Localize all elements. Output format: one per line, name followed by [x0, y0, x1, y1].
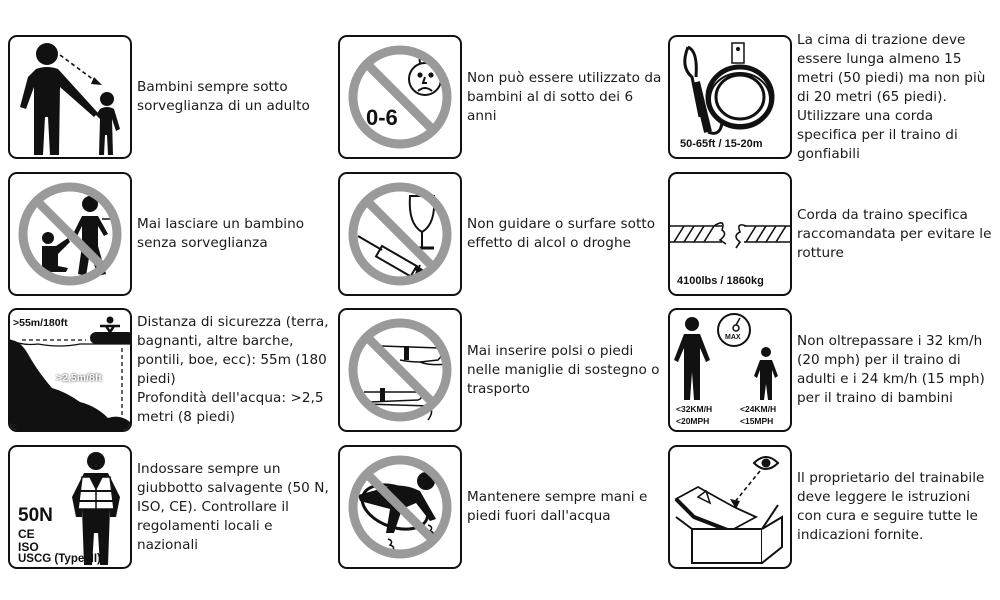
distance-label: >55m/180ft	[13, 317, 68, 329]
no-leaving-child-icon	[8, 172, 132, 296]
uscg-label: USCG (Type III)	[18, 553, 101, 565]
item-no-unattended: Mai lasciare un bambino senza sorveglian…	[8, 172, 338, 298]
item-text: Indossare sempre un giubbotto salvagente…	[137, 460, 329, 553]
item-no-alcohol: Non guidare o surfare sotto effetto di a…	[338, 172, 668, 298]
iso-label: ISO	[18, 540, 39, 554]
item-text: Mai inserire polsi o piedi nelle manigli…	[467, 342, 660, 397]
depth-label: >2,5m/8ft	[56, 372, 102, 384]
newtons-label: 50N	[18, 505, 53, 526]
item-rope-strength: 4100lbs / 1860kg Corda da traino specifi…	[668, 172, 998, 298]
child-kmh-label: <24KM/H	[740, 404, 777, 414]
no-children-0-6-icon: 0-6	[338, 35, 462, 159]
item-text: Corda da traino specifica raccomandata p…	[797, 206, 992, 261]
life-jacket-icon: 50N CE ISO USCG (Type III)	[8, 445, 132, 569]
coiled-rope-icon: 50-65ft / 15-20m	[668, 35, 792, 159]
depth-text: Profondità dell'acqua: >2,5 metri (8 pie…	[137, 390, 324, 425]
item-tow-rope-length: 50-65ft / 15-20m La cima di trazione dev…	[668, 31, 998, 162]
ce-label: CE	[18, 527, 35, 541]
item-text: La cima di trazione deve essere lunga al…	[797, 31, 986, 162]
item-text: Non può essere utilizzato da bambini al …	[467, 69, 662, 124]
item-text: Mai lasciare un bambino senza sorveglian…	[137, 216, 305, 251]
rope-strength-label: 4100lbs / 1860kg	[677, 275, 764, 287]
item-text: Non guidare o surfare sotto effetto di a…	[467, 216, 656, 251]
no-alcohol-drugs-icon	[338, 172, 462, 296]
adult-kmh-label: <32KM/H	[676, 404, 713, 414]
max-gauge-label: MAX	[725, 334, 741, 341]
rope-length-label: 50-65ft / 15-20m	[680, 138, 763, 150]
item-speed-limit: MAX <32KM/H <20MPH <24KM/H <15MPH Non ol…	[668, 308, 998, 434]
read-manual-icon	[668, 445, 792, 569]
item-read-instructions: Il proprietario del trainabile deve legg…	[668, 445, 998, 571]
no-limbs-in-handles-icon	[338, 308, 462, 432]
item-text: Distanza di sicurezza (terra, bagnanti, …	[137, 308, 337, 432]
item-safety-distance: >55m/180ft >2,5m/8ft Distanza di sicurez…	[8, 308, 338, 434]
item-text: Mantenere sempre mani e piedi fuori dall…	[467, 489, 648, 524]
age-range-label: 0-6	[366, 105, 398, 130]
adult-mph-label: <20MPH	[676, 416, 710, 426]
item-life-jacket: 50N CE ISO USCG (Type III) Indossare sem…	[8, 445, 338, 571]
max-speed-icon: MAX <32KM/H <20MPH <24KM/H <15MPH	[668, 308, 792, 432]
broken-rope-icon: 4100lbs / 1860kg	[668, 172, 792, 296]
item-text: Bambini sempre sotto sorveglianza di un …	[137, 79, 310, 114]
item-text: Non oltrepassare i 32 km/h (20 mph) per …	[797, 333, 985, 406]
adult-holding-child-icon	[8, 35, 132, 159]
item-age-limit: 0-6 Non può essere utilizzato da bambini…	[338, 35, 668, 161]
no-hands-in-water-icon	[338, 445, 462, 569]
safety-distance-depth-icon: >55m/180ft >2,5m/8ft	[8, 308, 132, 432]
item-supervision: Bambini sempre sotto sorveglianza di un …	[8, 35, 338, 161]
child-mph-label: <15MPH	[740, 416, 774, 426]
item-hands-out-water: Mantenere sempre mani e piedi fuori dall…	[338, 445, 668, 571]
item-text: Il proprietario del trainabile deve legg…	[797, 470, 985, 543]
distance-text: Distanza di sicurezza (terra, bagnanti, …	[137, 314, 329, 387]
item-no-handles: Mai inserire polsi o piedi nelle manigli…	[338, 308, 668, 434]
